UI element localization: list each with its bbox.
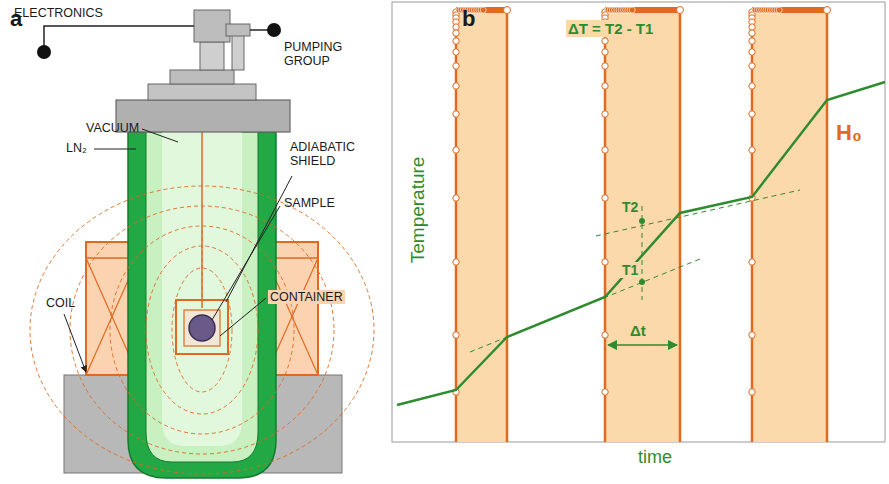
temperature-curve [397, 82, 885, 405]
axis-title: time [638, 447, 672, 468]
part-name: ADIABATIC SHIELD [290, 140, 370, 169]
extrapolation-lines [470, 190, 800, 352]
part-name: COIL [46, 296, 75, 310]
part-name: SAMPLE [284, 196, 335, 210]
field-label: H₀ [836, 120, 862, 145]
part-name: CONTAINER [268, 290, 345, 304]
field-pulse-bands [453, 7, 831, 443]
axis-title: Temperature [407, 157, 429, 264]
part-name: PUMPING GROUP [284, 40, 364, 69]
part-name: ELECTRONICS [14, 6, 103, 20]
leader-lines [64, 129, 292, 372]
point-label: T2 [620, 199, 640, 215]
interval-label: Δt [630, 322, 646, 339]
panel-letter: b [462, 6, 475, 31]
field-lines [30, 186, 374, 474]
formula: ΔT = T2 - T1 [566, 20, 655, 37]
cryostat [37, 10, 342, 478]
part-name: LN₂ [66, 141, 87, 155]
point-label: T1 [620, 262, 640, 278]
part-name: VACUUM [86, 121, 139, 135]
temperature-plot [392, 2, 885, 442]
